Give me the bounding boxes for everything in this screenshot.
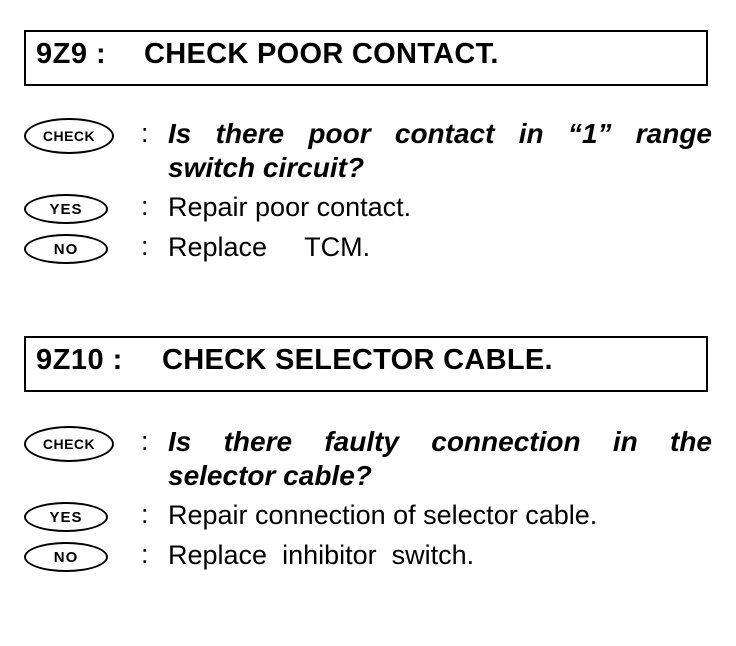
step-9z9: 9Z9 : CHECK POOR CONTACT. CHECK : Is the… xyxy=(24,30,714,264)
yes-answer: Repair connection of selector cable. xyxy=(168,500,598,530)
colon: : xyxy=(141,191,149,221)
colon: : xyxy=(141,539,149,569)
step-code: 9Z10 : xyxy=(36,344,123,376)
yes-badge: YES xyxy=(24,194,108,224)
step-9z10: 9Z10 : CHECK SELECTOR CABLE. CHECK : Is … xyxy=(24,336,714,572)
colon: : xyxy=(141,118,149,148)
step-title: CHECK SELECTOR CABLE. xyxy=(162,344,553,376)
no-badge: NO xyxy=(24,542,108,572)
question-line: Is there poor contact in “1” range xyxy=(168,118,712,149)
check-question: Is there faulty connection in the select… xyxy=(168,425,712,493)
yes-answer: Repair poor contact. xyxy=(168,192,412,222)
colon: : xyxy=(141,426,149,456)
check-badge: CHECK xyxy=(24,426,114,462)
step-header: 9Z9 : CHECK POOR CONTACT. xyxy=(24,30,708,86)
no-answer: Replace inhibitor switch. xyxy=(168,540,475,570)
question-line: switch circuit? xyxy=(168,152,365,183)
yes-badge: YES xyxy=(24,502,108,532)
step-code: 9Z9 : xyxy=(36,38,107,70)
check-question: Is there poor contact in “1” range switc… xyxy=(168,117,712,185)
no-answer: Replace TCM. xyxy=(168,232,371,262)
check-badge: CHECK xyxy=(24,118,114,154)
question-line: Is there faulty connection in the xyxy=(168,426,712,457)
question-line: selector cable? xyxy=(168,460,372,491)
step-title: CHECK POOR CONTACT. xyxy=(144,38,499,70)
colon: : xyxy=(141,499,149,529)
no-badge: NO xyxy=(24,234,108,264)
colon: : xyxy=(141,231,149,261)
step-header: 9Z10 : CHECK SELECTOR CABLE. xyxy=(24,336,708,392)
